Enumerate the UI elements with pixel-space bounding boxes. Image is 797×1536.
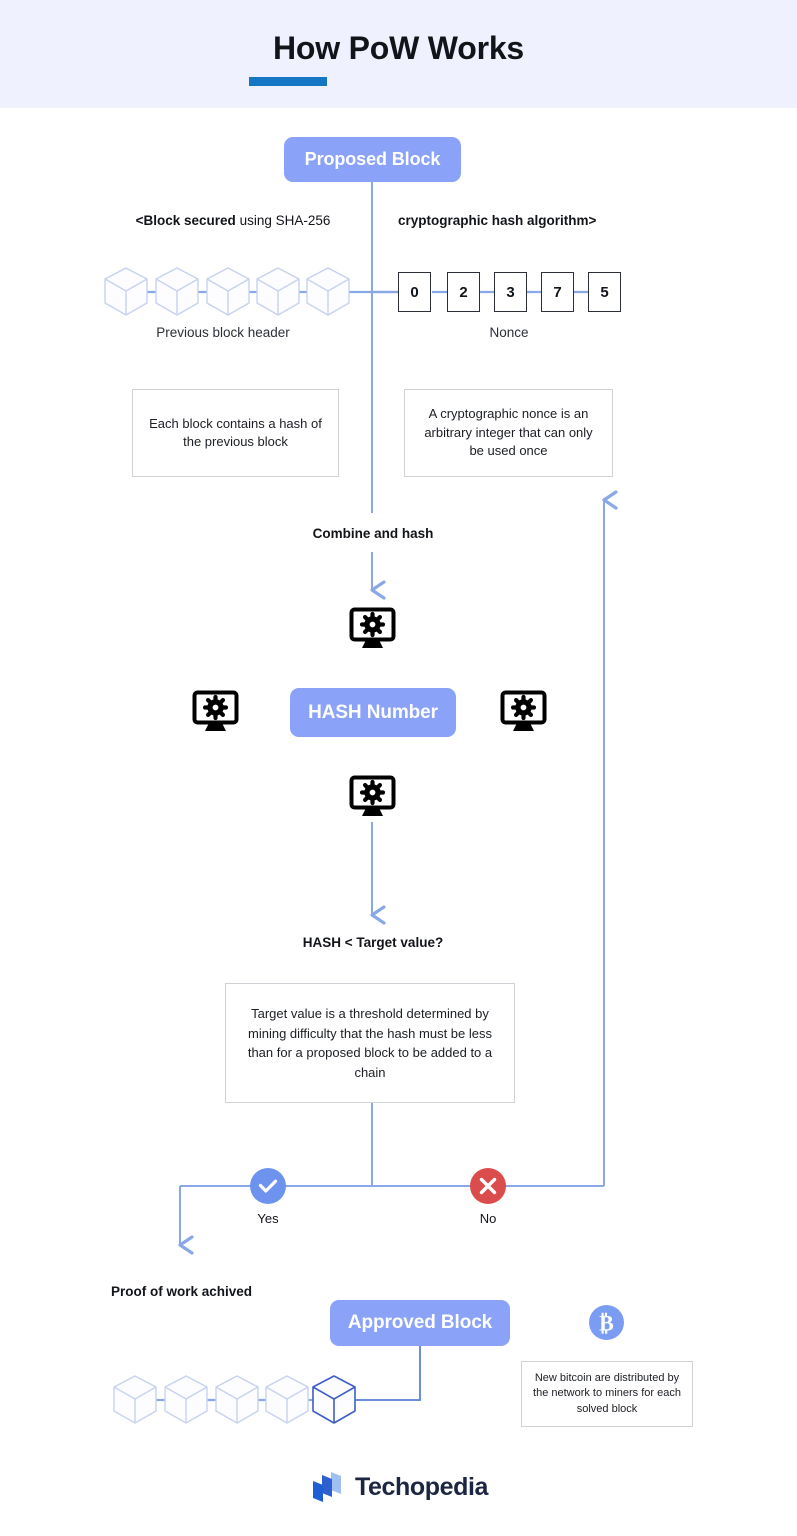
footer-logo: Techopedia	[0, 1470, 797, 1509]
callout-bitcoin-reward: New bitcoin are distributed by the netwo…	[521, 1361, 693, 1427]
sha256-label-rest: using SHA-256	[235, 213, 331, 228]
crypto-algorithm-label: cryptographic hash algorithm>	[398, 213, 597, 228]
no-branch-label: No	[479, 1211, 497, 1226]
nonce-digit[interactable]: 3	[494, 272, 527, 312]
monitor-gear-icon	[192, 690, 239, 731]
monitor-gear-icon	[349, 607, 396, 648]
callout-each-block: Each block contains a hash of the previo…	[132, 389, 339, 477]
nonce-digit[interactable]: 0	[398, 272, 431, 312]
yes-branch-label: Yes	[257, 1211, 279, 1226]
bitcoin-coin-icon: ₿	[589, 1305, 624, 1340]
page-title: How PoW Works	[272, 30, 525, 66]
hash-target-question-label: HASH < Target value?	[302, 935, 444, 950]
approved-chain-cube-highlight	[312, 1375, 356, 1424]
proof-of-work-achieved-label: Proof of work achived	[110, 1284, 253, 1299]
combine-and-hash-label: Combine and hash	[312, 526, 434, 541]
brand-name: Techopedia	[354, 1472, 489, 1501]
hash-number-node[interactable]: HASH Number	[290, 688, 456, 737]
header-banner: How PoW Works	[0, 0, 797, 108]
x-circle-icon[interactable]	[470, 1168, 506, 1204]
monitor-gear-icon	[349, 775, 396, 816]
sha256-label: <Block secured using SHA-256	[0, 213, 466, 228]
title-underline-bar	[249, 77, 327, 86]
nonce-digit[interactable]: 5	[588, 272, 621, 312]
previous-block-header-label: Previous block header	[156, 325, 290, 340]
svg-text:₿: ₿	[599, 1311, 614, 1336]
approved-block-node[interactable]: Approved Block	[330, 1300, 510, 1346]
proposed-block-node[interactable]: Proposed Block	[284, 137, 461, 182]
nonce-digit[interactable]: 2	[447, 272, 480, 312]
callout-nonce: A cryptographic nonce is an arbitrary in…	[404, 389, 613, 477]
nonce-digit[interactable]: 7	[541, 272, 574, 312]
monitor-gear-icon	[500, 690, 547, 731]
nonce-label: Nonce	[489, 325, 529, 340]
sha256-label-bold: <Block secured	[135, 213, 236, 228]
techopedia-logo-icon	[312, 1472, 341, 1502]
check-circle-icon[interactable]	[250, 1168, 286, 1204]
callout-target-value: Target value is a threshold determined b…	[225, 983, 515, 1103]
